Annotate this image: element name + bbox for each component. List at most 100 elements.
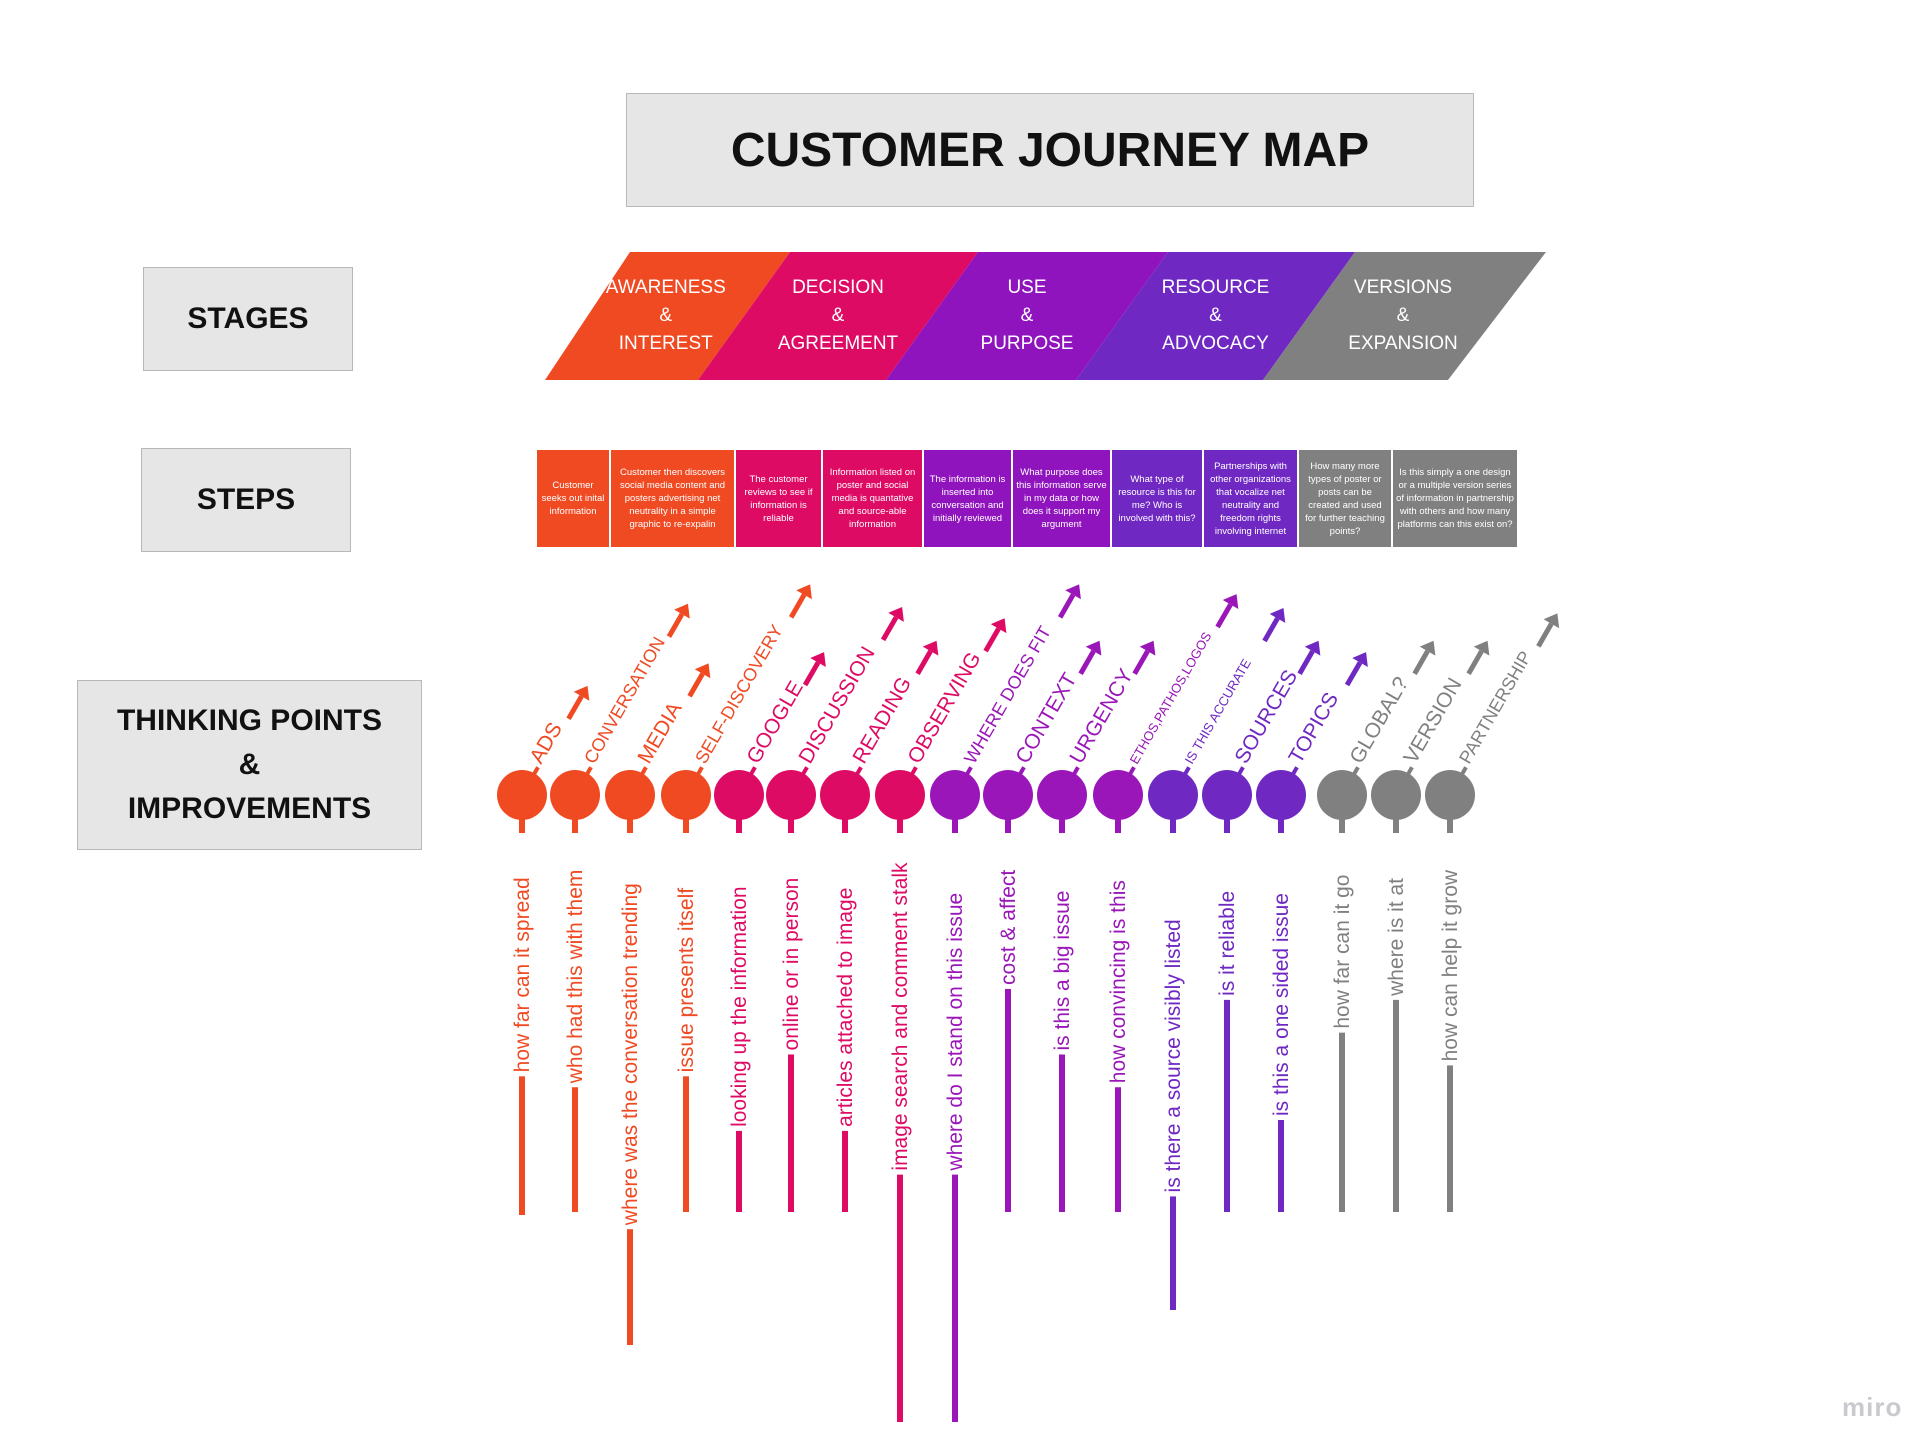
- thinking-point-node: [766, 770, 816, 820]
- arrow-shaft: [1078, 649, 1096, 675]
- thinking-point-question: how far can it go: [1331, 875, 1354, 1029]
- thinking-point-question: where do I stand on this issue: [944, 893, 967, 1172]
- stage-label-line: PURPOSE: [980, 333, 1074, 354]
- arrow-icon: [1085, 640, 1102, 656]
- thinking-point-question: cost & affect: [997, 870, 1020, 985]
- arrow-shaft: [1297, 649, 1315, 675]
- steps-row-label: STEPS: [141, 448, 351, 552]
- thinking-point-label: ADS: [525, 719, 567, 768]
- step-cell: Information listed on poster and social …: [823, 450, 922, 547]
- label-backing: [1048, 833, 1076, 1055]
- thinking-point-question: how can help it grow: [1439, 869, 1462, 1061]
- thinking-point-question: how convincing is this: [1107, 880, 1130, 1083]
- stage-segment: [1076, 252, 1355, 380]
- label-backing: [1213, 833, 1241, 1000]
- thinking-point-node: [1371, 770, 1421, 820]
- arrow-icon: [1222, 594, 1239, 609]
- stage-label: USE&PURPOSE: [942, 274, 1112, 358]
- thinking-point-question: articles attached to image: [834, 888, 857, 1127]
- stage-segment: [698, 252, 978, 380]
- stage-label: AWARENESS & INTEREST: [581, 274, 751, 358]
- thinking-point-node: [1317, 770, 1367, 820]
- arrow-icon: [888, 606, 904, 622]
- step-cell: What purpose does this information serve…: [1013, 450, 1110, 547]
- thinking-point-node: [605, 770, 655, 820]
- arrow-shaft: [687, 672, 705, 698]
- arrow-shaft: [880, 616, 899, 642]
- arrow-shaft: [915, 649, 933, 675]
- stage-label-line: VERSIONS: [1353, 277, 1453, 298]
- arrow-shaft: [1466, 649, 1484, 675]
- thinking-points-label-line: IMPROVEMENTS: [127, 792, 372, 825]
- thinking-point-question: is this a one sided issue: [1270, 893, 1293, 1116]
- thinking-point-node: [1202, 770, 1252, 820]
- stage-label-line: &: [1396, 305, 1410, 326]
- arrow-shaft: [666, 612, 685, 638]
- arrow-icon: [1352, 652, 1368, 667]
- stage-label-line: INTEREST: [618, 333, 713, 354]
- arrow-shaft: [788, 593, 807, 619]
- thinking-point-question: online or in person: [780, 878, 803, 1051]
- arrow-shaft: [1057, 593, 1076, 619]
- arrow-shaft: [1536, 622, 1554, 648]
- arrow-shaft: [983, 627, 1001, 653]
- stage-label-line: AWARENESS: [605, 277, 726, 298]
- stage-label-line: &: [1209, 305, 1222, 326]
- label-backing: [1436, 833, 1464, 1066]
- label-backing: [831, 833, 859, 1131]
- thinking-points-row-label: THINKING POINTS & IMPROVEMENTS: [77, 680, 422, 850]
- arrow-icon: [1419, 640, 1436, 656]
- stage-label-line: USE: [1007, 277, 1047, 298]
- step-cell: Customer seeks out inital information: [537, 450, 609, 547]
- stage-segment: [886, 252, 1168, 380]
- thinking-point-node: [930, 770, 980, 820]
- thinking-point-node: [983, 770, 1033, 820]
- thinking-point-question: is there a source visibly listed: [1162, 919, 1185, 1192]
- thinking-point-question: how far can it spread: [511, 877, 534, 1072]
- stage-label-line: AGREEMENT: [777, 333, 899, 354]
- thinking-point-node: [497, 770, 547, 820]
- label-backing: [508, 833, 536, 1077]
- stage-label: RESOURCE&ADVOCACY: [1131, 274, 1301, 358]
- thinking-points-label-line: &: [238, 748, 261, 781]
- thinking-point-node: [820, 770, 870, 820]
- stages-band: [545, 252, 1546, 380]
- step-cell: What type of resource is this for me? Wh…: [1112, 450, 1202, 547]
- thinking-point-node: [1148, 770, 1198, 820]
- label-backing: [1159, 833, 1187, 1197]
- thinking-point-node: [714, 770, 764, 820]
- stage-label-line: EXPANSION: [1348, 333, 1458, 354]
- arrow-icon: [1065, 584, 1081, 600]
- miro-watermark: miro: [1842, 1392, 1903, 1422]
- step-cell: The customer reviews to see if informati…: [736, 450, 821, 547]
- arrow-icon: [1139, 640, 1156, 656]
- arrow-shaft: [802, 661, 821, 687]
- thinking-point: ADS how far can it spread: [497, 685, 590, 1215]
- label-backing: [886, 833, 914, 1175]
- arrow-icon: [1269, 608, 1286, 623]
- step-cell: Partnerships with other organizations th…: [1204, 450, 1297, 547]
- stage-label-line: DECISION: [792, 277, 884, 298]
- step-cell: The information is inserted into convers…: [924, 450, 1011, 547]
- arrow-shaft: [1132, 649, 1150, 675]
- arrow-icon: [796, 584, 812, 600]
- arrow-icon: [694, 663, 711, 679]
- arrow-icon: [1473, 640, 1490, 656]
- thinking-points-label-line: THINKING POINTS: [116, 704, 382, 737]
- stage-label-line: &: [659, 305, 673, 326]
- label-backing: [777, 833, 805, 1055]
- thinking-point-question: is it reliable: [1216, 891, 1239, 996]
- arrow-icon: [1304, 640, 1321, 656]
- thinking-point-label: TOPICS: [1284, 689, 1343, 768]
- arrow-shaft: [1344, 661, 1363, 687]
- label-backing: [1104, 833, 1132, 1088]
- thinking-point-node: [1425, 770, 1475, 820]
- thinking-point-node: [1037, 770, 1087, 820]
- stage-label: VERSIONS & EXPANSION: [1318, 274, 1488, 358]
- label-backing: [941, 833, 969, 1175]
- thinking-point-node: [661, 770, 711, 820]
